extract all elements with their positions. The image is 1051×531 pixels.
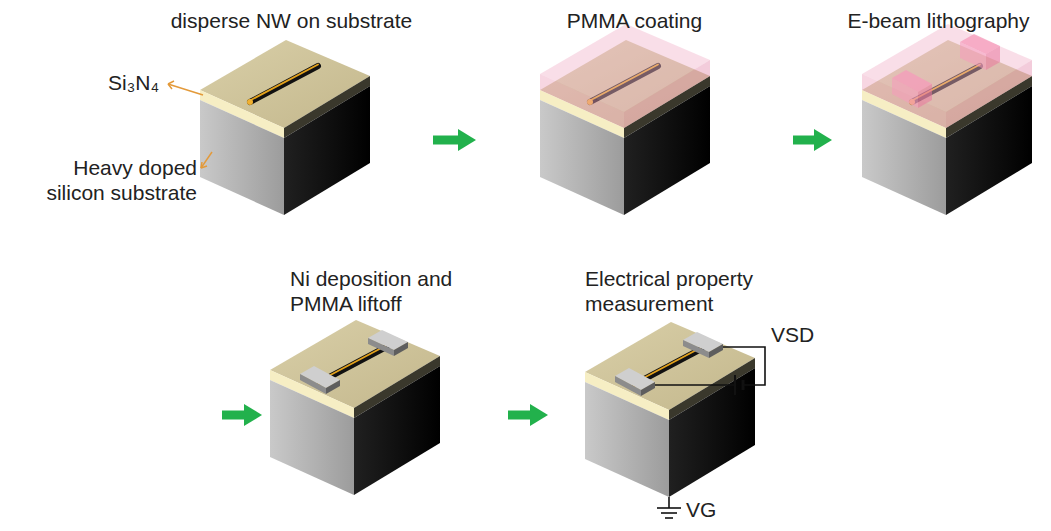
- layer-label: Heavy doped silicon substrate: [20, 155, 197, 205]
- measured-device: [585, 322, 755, 497]
- process-step: Ni deposition and PMMA liftoff: [262, 266, 508, 496]
- process-step: E-beam lithography: [832, 8, 1045, 222]
- signal-name: VSD: [771, 322, 814, 347]
- step-caption: Ni deposition and PMMA liftoff: [290, 266, 490, 316]
- arrow-shaft: [793, 136, 816, 145]
- signal-name: VG: [686, 497, 716, 522]
- arrow-shaft: [222, 411, 246, 420]
- substrate-with-nanowire: [200, 40, 370, 215]
- arrow-head: [458, 129, 476, 151]
- process-arrow: [508, 404, 548, 426]
- process-arrow: [433, 129, 476, 151]
- process-step: Electrical property measurement: [548, 266, 828, 498]
- layer-label: Si₃N₄: [108, 70, 159, 95]
- process-arrow: [793, 129, 832, 151]
- leader-line: [168, 81, 212, 168]
- arrow-shaft: [433, 136, 460, 145]
- step-caption: PMMA coating: [476, 8, 793, 33]
- step-caption: Electrical property measurement: [585, 266, 815, 316]
- step-caption: E-beam lithography: [832, 8, 1045, 33]
- connector-route: [205, 222, 939, 415]
- pmma-coated-substrate: [540, 24, 710, 215]
- step-caption: disperse NW on substrate: [150, 8, 433, 33]
- arrow-shaft: [508, 411, 532, 420]
- process-arrow: [205, 222, 939, 426]
- process-step: PMMA coating: [476, 8, 793, 222]
- gate-ground-symbol: [657, 497, 681, 518]
- patterned-pmma-substrate: [862, 24, 1032, 215]
- ni-contact-device: [270, 320, 440, 495]
- arrow-head: [814, 129, 832, 151]
- source-drain-circuit: [655, 347, 765, 395]
- arrow-head: [530, 404, 548, 426]
- arrow-head: [244, 404, 262, 426]
